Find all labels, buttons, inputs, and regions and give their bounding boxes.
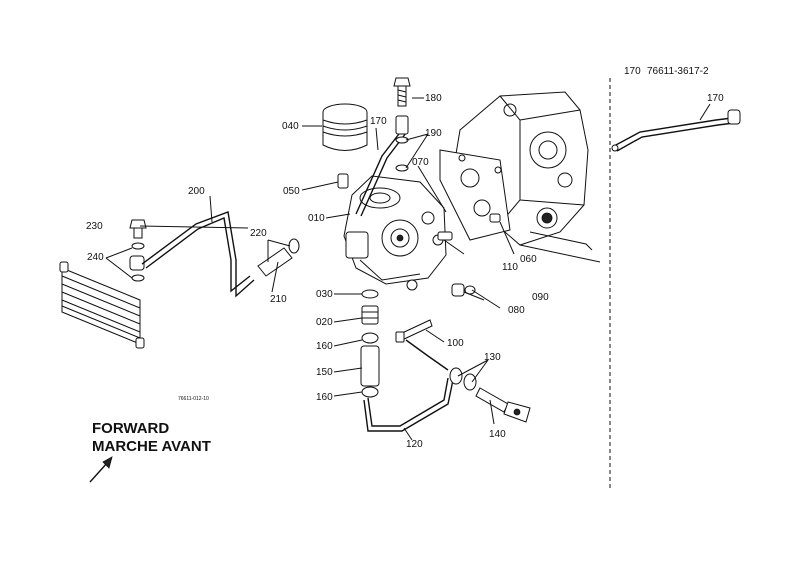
part-label-190: 190 [425,128,442,139]
reference-item: 170 [624,66,641,77]
washer-130-b [463,373,477,391]
pipe-120 [367,377,449,427]
washer-130-a [449,367,463,385]
bolt-100 [395,319,433,343]
part-label-210: 210 [270,294,287,305]
part-label-010: 010 [308,213,325,224]
bolt-230 [129,219,147,239]
clamp-220 [288,238,300,254]
part-label-100: 100 [447,338,464,349]
part-label-060: 060 [520,254,537,265]
washer-240-upper [131,242,145,250]
plug-080 [451,283,465,297]
clamp-160-lower [361,386,379,398]
part-label-120: 120 [406,439,423,450]
adapter-020 [361,305,379,325]
drawing-number: 76611-012-10 [178,396,209,402]
gasket-070 [439,149,511,241]
oring-030 [361,289,379,299]
part-label-040: 040 [282,121,299,132]
pipe-170 [355,129,403,215]
part-label-170: 170 [370,116,387,127]
part-label-240: 240 [87,252,104,263]
washer-190-lower [395,164,409,172]
leader-lines [105,97,711,441]
washer-190-upper [395,136,409,144]
part-label-070: 070 [412,157,429,168]
reference-code: 76611-3617-2 [647,66,709,77]
pipe-200 [141,211,255,298]
part-label-080: 080 [508,305,525,316]
bolt-180 [393,77,411,107]
part-label-150: 150 [316,367,333,378]
washer-240-lower [131,274,145,282]
part-label-230: 230 [86,221,103,232]
detail-pipe-170 [611,109,741,152]
part-label-030: 030 [316,289,333,300]
part-label-200: 200 [188,186,205,197]
hose-150 [360,345,380,387]
oil-cooler [59,261,145,349]
part-label-110: 110 [502,262,518,273]
clamp-160-upper [361,332,379,344]
joint-bolt-170 [395,115,409,135]
part-label-130: 130 [484,352,501,363]
direction-forward: FORWARD [92,420,170,437]
part-label-220: 220 [250,228,267,239]
detail-label-170: 170 [707,93,724,104]
part-label-160-lower: 160 [316,392,333,403]
pin-060 [489,213,501,223]
oil-filter-040 [322,103,368,151]
pin-110 [437,231,453,241]
forward-arrow-icon [89,456,113,483]
part-label-160-upper: 160 [316,341,333,352]
part-label-090: 090 [532,292,549,303]
joint-bolt-140 [475,387,531,423]
direction-marche-avant: MARCHE AVANT [92,438,211,455]
joint-200 [129,255,145,271]
part-label-140: 140 [489,429,506,440]
part-label-180: 180 [425,93,442,104]
nipple-050 [337,173,349,189]
part-label-050: 050 [283,186,300,197]
part-label-020: 020 [316,317,333,328]
hydraulic-pump-010 [343,175,447,291]
hose-210 [257,247,293,277]
